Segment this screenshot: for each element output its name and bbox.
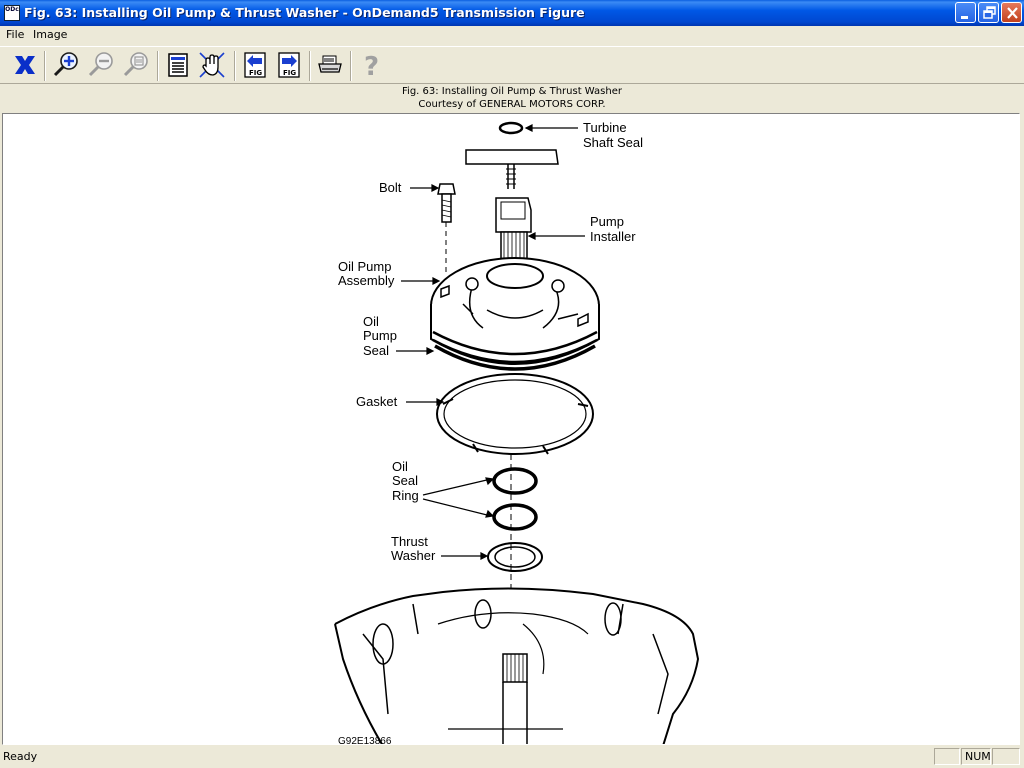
oil-pump-assembly-part [430, 257, 600, 371]
label-oil-pump-seal-oil: Oil [363, 314, 379, 329]
caption-title: Fig. 63: Installing Oil Pump & Thrust Wa… [402, 86, 622, 97]
minimize-button[interactable] [955, 2, 976, 23]
label-turbine-shaft-seal: Shaft Seal [583, 135, 643, 150]
menu-bar: File Image [0, 26, 1024, 44]
figure-illustration: Turbine Shaft Seal Bolt Pump Installer O… [334, 120, 700, 745]
toolbar-separator [157, 51, 159, 81]
zoom-in-icon [53, 52, 78, 77]
restore-icon [983, 6, 996, 19]
next-fig-icon: FIG [278, 52, 300, 78]
toolbar-separator [234, 51, 236, 81]
label-oil-pump-seal-seal: Seal [363, 343, 389, 358]
status-bar: Ready NUM [0, 746, 1024, 768]
label-pump: Pump [590, 214, 624, 229]
gasket-part [436, 373, 594, 455]
toolbar-separator [350, 51, 352, 81]
figure-code: G92E13866 [338, 736, 392, 745]
svg-text:?: ? [364, 52, 379, 80]
turbine-shaft-seal-part [498, 121, 524, 135]
print-icon [318, 55, 342, 73]
close-icon [1007, 7, 1018, 19]
label-washer: Washer [391, 548, 436, 563]
status-pane-empty-2 [992, 748, 1020, 765]
figure-view[interactable]: Turbine Shaft Seal Bolt Pump Installer O… [2, 113, 1020, 745]
pan-hand-icon [199, 52, 225, 78]
transmission-case-part [334, 587, 700, 744]
menu-file[interactable]: File [6, 28, 25, 41]
close-window-button[interactable] [1001, 2, 1022, 23]
zoom-fit-button[interactable] [121, 50, 151, 80]
label-installer: Installer [590, 229, 636, 244]
pump-installer-part [465, 149, 559, 271]
zoom-out-button[interactable] [86, 50, 116, 80]
label-thrust: Thrust [391, 534, 428, 549]
label-assembly: Assembly [338, 273, 395, 288]
leader-lines [396, 124, 585, 560]
zoom-out-icon [88, 52, 113, 77]
help-button[interactable]: ? [356, 50, 386, 82]
figure-caption: Fig. 63: Installing Oil Pump & Thrust Wa… [0, 85, 1024, 112]
status-text: Ready [3, 750, 38, 763]
app-icon-text: ODc [5, 6, 19, 13]
zoom-in-button[interactable] [51, 50, 81, 80]
fit-page-button[interactable] [163, 50, 193, 80]
app-icon: ODc [4, 5, 20, 21]
menu-image[interactable]: Image [33, 28, 68, 41]
print-button[interactable] [315, 50, 345, 80]
thrust-washer-part [487, 542, 543, 572]
label-oil-seal-ring-seal: Seal [392, 473, 418, 488]
prev-fig-icon: FIG [244, 52, 266, 78]
toolbar-separator [309, 51, 311, 81]
window-title: Fig. 63: Installing Oil Pump & Thrust Wa… [24, 5, 585, 20]
status-num: NUM [961, 748, 991, 765]
zoom-fit-icon [123, 52, 148, 77]
minimize-icon [961, 16, 968, 19]
page-icon [168, 53, 188, 77]
title-bar[interactable]: ODc Fig. 63: Installing Oil Pump & Thrus… [0, 0, 1024, 26]
label-gasket: Gasket [356, 394, 398, 409]
previous-figure-button[interactable]: FIG [240, 50, 270, 80]
next-figure-button[interactable]: FIG [274, 50, 304, 80]
status-pane-empty [934, 748, 960, 765]
prev-fig-label: FIG [249, 69, 262, 77]
help-icon: ? [364, 52, 379, 82]
toolbar: FIG FIG ? [0, 46, 1024, 84]
toolbar-separator [44, 51, 46, 81]
pan-button[interactable] [197, 50, 227, 80]
next-fig-label: FIG [283, 69, 296, 77]
close-figure-button[interactable] [10, 50, 40, 80]
label-turbine: Turbine [583, 120, 627, 135]
oil-seal-ring-lower-part [492, 503, 538, 531]
restore-button[interactable] [978, 2, 999, 23]
close-x-icon [15, 56, 35, 74]
label-bolt: Bolt [379, 180, 402, 195]
bolt-part [437, 183, 456, 223]
label-oil-seal-ring-ring: Ring [392, 488, 419, 503]
label-oil-pump: Oil Pump [338, 259, 391, 274]
oil-seal-ring-upper-part [492, 467, 538, 495]
caption-courtesy: Courtesy of GENERAL MOTORS CORP. [418, 98, 606, 110]
label-oil-seal-ring-oil: Oil [392, 459, 408, 474]
label-oil-pump-seal-pump: Pump [363, 328, 397, 343]
